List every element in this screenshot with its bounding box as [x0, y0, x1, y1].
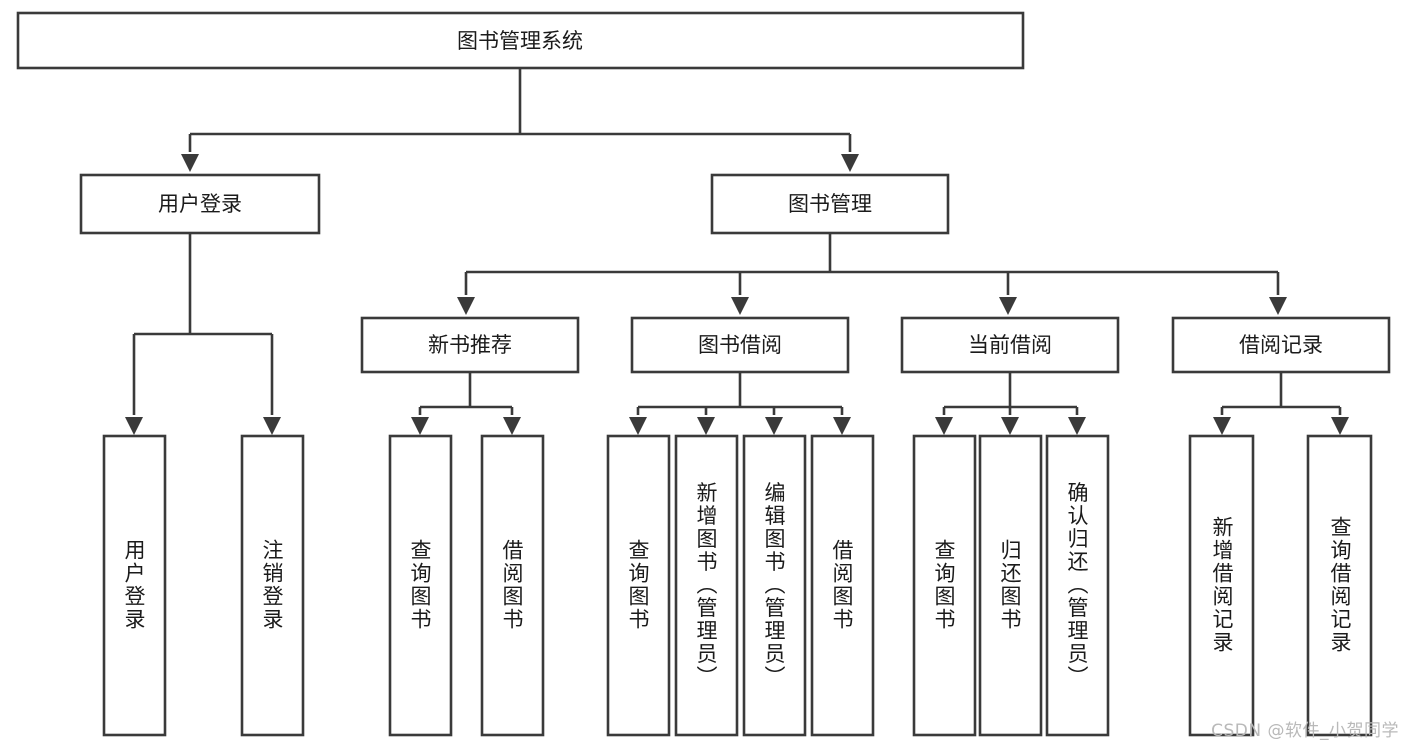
arrow-head-icon: [935, 417, 953, 435]
arrow-head-icon: [503, 417, 521, 435]
arrow-head-icon: [1213, 417, 1231, 435]
node-borrow-record-label: 借阅记录: [1239, 333, 1323, 357]
node-leaf-return-book[interactable]: 归还图书: [978, 434, 1043, 737]
connector-book-manage-to-level2: [457, 233, 1287, 315]
node-leaf-query-book-1-label: 查询图书: [408, 539, 432, 631]
node-leaf-borrow-book-2[interactable]: 借阅图书: [810, 434, 875, 737]
arrow-head-icon: [1068, 417, 1086, 435]
node-borrow-record[interactable]: 借阅记录: [1171, 316, 1391, 374]
node-leaf-add-book-label: 新增图书（管理员）: [694, 482, 718, 689]
arrow-head-icon: [1001, 417, 1019, 435]
node-leaf-user-login-label: 用户登录: [122, 539, 146, 631]
connector-book-borrow-to-leaves: [629, 372, 851, 435]
node-leaf-confirm-return-label: 确认归还（管理员）: [1065, 482, 1089, 689]
node-leaf-edit-book[interactable]: 编辑图书（管理员）: [742, 434, 807, 737]
arrow-head-icon: [697, 417, 715, 435]
node-current-borrow[interactable]: 当前借阅: [900, 316, 1120, 374]
arrow-head-icon: [765, 417, 783, 435]
node-current-borrow-label: 当前借阅: [968, 333, 1052, 357]
node-book-borrow-label: 图书借阅: [698, 333, 782, 357]
node-leaf-user-login[interactable]: 用户登录: [102, 434, 167, 737]
node-leaf-query-book-1[interactable]: 查询图书: [388, 434, 453, 737]
arrow-head-icon: [999, 297, 1017, 315]
arrow-head-icon: [833, 417, 851, 435]
node-leaf-add-record-label: 新增借阅记录: [1210, 516, 1234, 654]
node-new-book-recommend[interactable]: 新书推荐: [360, 316, 580, 374]
node-book-borrow[interactable]: 图书借阅: [630, 316, 850, 374]
node-root[interactable]: 图书管理系统: [16, 11, 1025, 70]
connector-borrow-record-to-leaves: [1213, 372, 1349, 435]
arrow-head-icon: [1331, 417, 1349, 435]
arrow-head-icon: [629, 417, 647, 435]
arrow-head-icon: [125, 417, 143, 435]
node-leaf-confirm-return[interactable]: 确认归还（管理员）: [1045, 434, 1110, 737]
arrow-head-icon: [263, 417, 281, 435]
node-leaf-user-logout-label: 注销登录: [260, 539, 284, 631]
arrow-head-icon: [841, 154, 859, 172]
connector-user-login-to-leaves: [125, 233, 281, 435]
arrow-head-icon: [731, 297, 749, 315]
node-leaf-query-book-3[interactable]: 查询图书: [912, 434, 977, 737]
node-leaf-query-book-3-label: 查询图书: [932, 539, 956, 631]
node-leaf-add-book[interactable]: 新增图书（管理员）: [674, 434, 739, 737]
node-leaf-borrow-book-2-label: 借阅图书: [830, 539, 854, 631]
connector-root-to-level1: [181, 68, 859, 172]
arrow-head-icon: [1269, 297, 1287, 315]
node-book-manage[interactable]: 图书管理: [710, 173, 950, 235]
node-leaf-query-record[interactable]: 查询借阅记录: [1306, 434, 1373, 737]
node-new-book-recommend-label: 新书推荐: [428, 333, 512, 357]
arrow-head-icon: [411, 417, 429, 435]
node-book-manage-label: 图书管理: [788, 192, 872, 216]
connector-current-borrow-to-leaves: [935, 372, 1086, 435]
node-user-login-label: 用户登录: [158, 192, 242, 216]
connector-new-book-recommend-to-leaves: [411, 372, 521, 435]
arrow-head-icon: [181, 154, 199, 172]
node-leaf-query-book-2[interactable]: 查询图书: [606, 434, 671, 737]
node-leaf-query-book-2-label: 查询图书: [626, 539, 650, 631]
node-leaf-add-record[interactable]: 新增借阅记录: [1188, 434, 1255, 737]
node-leaf-user-logout[interactable]: 注销登录: [240, 434, 305, 737]
node-leaf-edit-book-label: 编辑图书（管理员）: [762, 482, 786, 689]
node-root-label: 图书管理系统: [457, 29, 583, 53]
arrow-head-icon: [457, 297, 475, 315]
node-leaf-borrow-book-1-label: 借阅图书: [500, 539, 524, 631]
node-leaf-borrow-book-1[interactable]: 借阅图书: [480, 434, 545, 737]
node-leaf-return-book-label: 归还图书: [998, 539, 1022, 631]
node-user-login[interactable]: 用户登录: [79, 173, 321, 235]
node-leaf-query-record-label: 查询借阅记录: [1328, 516, 1352, 654]
